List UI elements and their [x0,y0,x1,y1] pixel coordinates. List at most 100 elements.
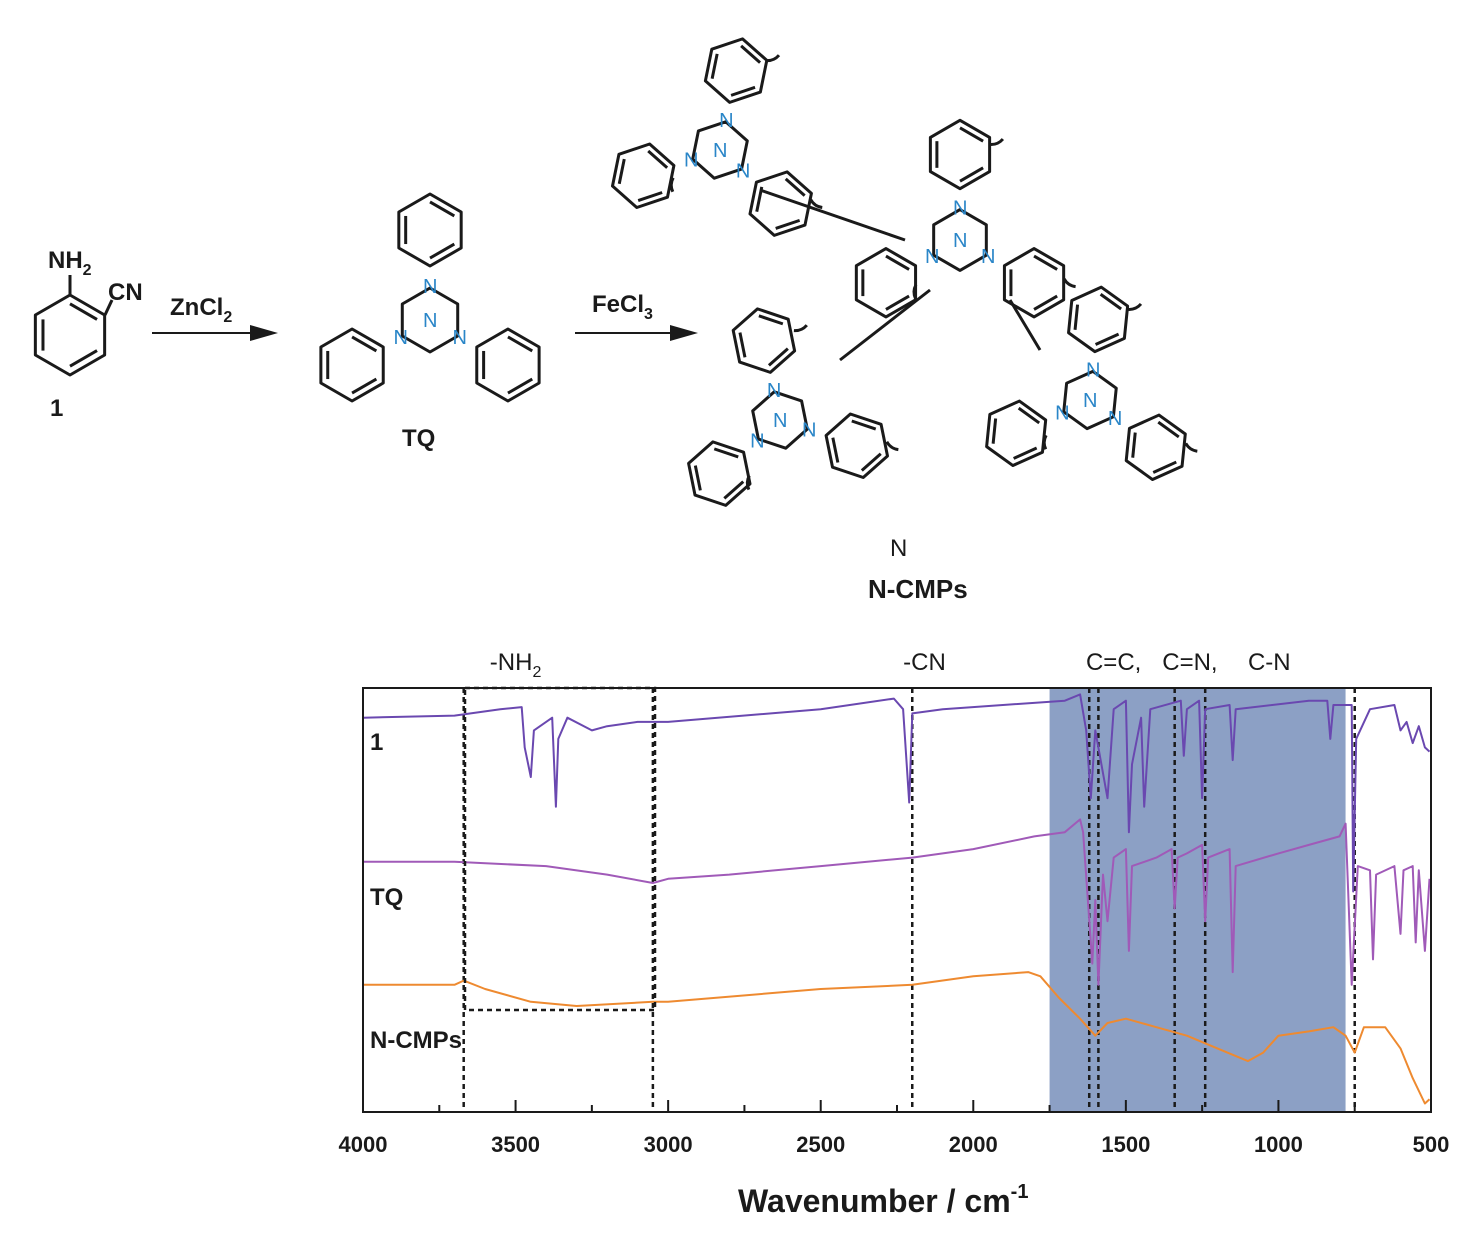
double-bond [69,349,98,368]
nitrogen-atom: N [452,327,466,349]
arrow2-reagent: FeCl3 [592,291,653,323]
ring-bond [319,327,385,403]
double-bond [1033,294,1058,311]
annotation-label: -CN [903,649,946,676]
nitrogen-atom: N [713,140,727,162]
x-tick-label: 2000 [949,1132,998,1157]
x-tick-label: 3000 [644,1132,693,1157]
biaryl-bond [1008,299,1042,351]
ring-bond [397,192,463,268]
ring-bond [928,118,992,191]
nitrogen-atom: N [1055,403,1069,425]
ring-bond [824,412,890,480]
polymer-bond [669,177,675,193]
biaryl-bond [839,288,931,362]
polymer-bond [1184,442,1198,453]
x-tick-label: 1000 [1254,1132,1303,1157]
polymer-bond [809,198,823,210]
x-tick-label: 1500 [1101,1132,1150,1157]
nitrogen-atom: N [767,380,781,402]
nitrogen-atom: N [1086,360,1100,382]
ring-bond [1062,369,1118,431]
double-bond [351,335,378,353]
nh2-box [463,686,657,1012]
double-bond [959,126,984,143]
ring-bond [932,208,988,272]
double-bond [740,44,762,64]
compound1-nitrile: CN [108,279,143,306]
annotation-label: C-N [1248,649,1291,676]
series-label: TQ [370,884,403,911]
double-bond [784,177,806,197]
double-bond [429,200,456,218]
double-bond [1094,332,1120,346]
ring-bond [1067,285,1130,354]
polymer-bond [765,54,781,63]
double-bond [885,294,910,311]
ring-bond [1002,247,1066,319]
double-bond [507,335,534,353]
x-tick-label: 4000 [339,1132,388,1157]
compound1-amine: NH2 [48,247,92,279]
double-bond [693,465,702,491]
double-bond [991,418,998,444]
double-bond [351,377,378,395]
ring-bond [400,286,460,354]
ring-bond [731,307,797,374]
double-bond [1033,254,1058,271]
double-bond [710,53,719,79]
ring-bond [691,120,749,180]
annotation-label: C=N, [1162,649,1217,676]
ring-bond [748,170,813,237]
arrow-1 [152,325,278,341]
double-bond [885,254,910,271]
polymer-bond [885,440,899,452]
double-bond [1073,304,1080,330]
ncmp-label: N-CMPs [868,574,968,604]
arrow-2 [575,325,698,341]
ring-bond [687,440,752,507]
nitrogen-atom: N [423,276,437,298]
nitrogen-atom: N [394,327,408,349]
ncmp-stray-atom: N [890,535,907,562]
nitrogen-atom: N [736,160,750,182]
annotation-label: -NH2 [490,649,542,681]
series-label: 1 [370,729,383,756]
ring-bond [33,293,107,377]
nitrogen-atom: N [684,150,698,172]
double-bond [1017,406,1041,425]
double-bond [69,302,98,321]
nitrogen-atom: N [1083,390,1097,412]
arrow1-reagent: ZnCl2 [170,294,232,326]
series-layer [362,693,1431,1105]
double-bond [507,377,534,395]
nitrogen-atom: N [423,310,437,332]
tq-label: TQ [402,425,435,452]
polymer-bond [1042,434,1048,450]
double-bond [767,347,789,367]
double-bond [775,218,801,230]
double-bond [1131,432,1137,458]
nitrogen-atom: N [925,246,939,268]
biaryl-bond [759,188,906,242]
annotation-label: C=C, [1086,649,1141,676]
compound1-label: 1 [50,395,63,422]
double-bond [1152,460,1177,474]
nitrogen-atom: N [953,198,967,220]
nitrogen-atom: N [1108,408,1122,430]
polymer-bond [1127,302,1143,311]
nitrogen-atom: N [750,430,764,452]
polymer-bond [745,474,751,491]
nitrogen-atom: N [953,230,967,252]
double-bond [831,437,840,463]
double-bond [1013,446,1038,460]
nitrogen-atom: N [802,420,816,442]
ring-bond [1124,413,1187,482]
double-bond [738,332,747,358]
double-bond [1099,293,1123,311]
double-bond [860,452,882,472]
